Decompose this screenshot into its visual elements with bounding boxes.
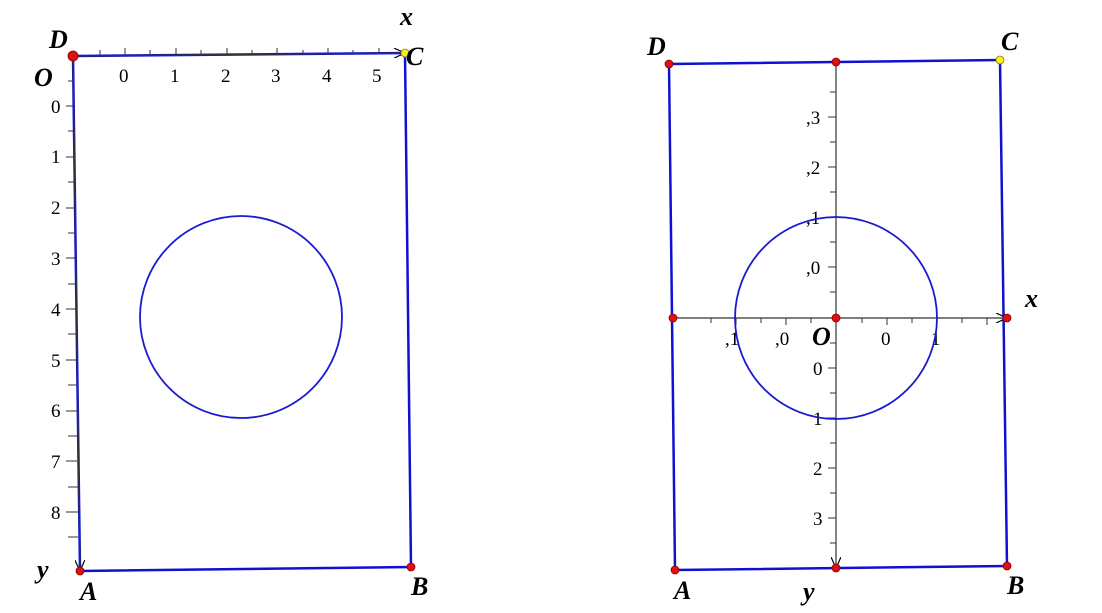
left-y-tick-label: 1 [51,147,61,168]
left-point-d [67,50,79,62]
left-point-a [75,566,85,576]
left-x-tick-label: 0 [119,66,129,87]
right-y-tick-label: ,3 [806,108,820,129]
left-x-tick-label: 1 [170,66,180,87]
right-y-tick-label: ,0 [806,258,820,279]
right-point-b [1002,561,1012,571]
right-panel: ,1 ,0 0 1 ,3 ,2 ,1 ,0 0 [646,27,1038,606]
right-label-c: C [1001,27,1019,56]
left-x-axis [72,53,405,56]
right-y-tick-label: 0 [813,359,823,380]
left-x-tick-label: 5 [372,66,382,87]
right-point-left-mid [668,313,678,323]
right-x-tick-label: ,0 [775,329,789,350]
right-point-a [670,565,680,575]
left-y-tick-label: 3 [51,249,61,270]
left-label-o: O [34,63,53,92]
right-point-top-mid [831,57,841,67]
left-y-tick-label: 2 [51,198,61,219]
left-point-c [400,48,410,58]
right-label-o: O [812,322,831,351]
right-label-x-axis: x [1024,284,1038,313]
right-y-tick-label: 1 [813,409,823,430]
right-point-o [831,313,841,323]
left-label-x-axis: x [399,2,413,31]
right-point-right-mid [1002,313,1012,323]
right-x-ticks [710,318,988,325]
left-x-tick-label: 4 [322,66,332,87]
left-y-ticks [66,80,78,538]
left-y-tick-label: 4 [51,300,61,321]
right-point-d [664,59,674,69]
left-y-tick-label: 0 [51,97,61,118]
left-rectangle [71,51,413,573]
right-label-d: D [646,32,666,61]
right-y-tick-label: 3 [813,509,823,530]
left-label-c: C [406,42,424,71]
right-y-tick-label: ,1 [806,208,820,229]
left-y-tick-label: 6 [51,401,61,422]
left-label-b: B [410,572,428,601]
right-y-tick-label: ,2 [806,158,820,179]
right-label-a: A [672,576,691,605]
left-label-d: D [48,25,68,54]
left-panel: 0 1 2 3 4 5 0 1 2 [34,2,428,606]
left-x-tick-label: 2 [221,66,231,87]
right-point-c [995,55,1005,65]
right-label-y-axis: y [800,577,815,606]
left-y-tick-label: 5 [51,351,61,372]
left-label-a: A [78,577,97,606]
left-y-tick-label: 8 [51,503,61,524]
right-label-b: B [1006,571,1024,600]
right-x-tick-label: 0 [881,329,891,350]
left-point-b [406,562,416,572]
left-x-tick-label: 3 [271,66,281,87]
right-y-tick-label: 2 [813,459,823,480]
left-label-y-axis: y [34,555,49,584]
left-circle [139,215,343,419]
left-y-tick-label: 7 [51,452,61,473]
right-circle [734,216,938,420]
left-x-ticks [99,48,380,56]
right-point-bottom-mid [831,563,841,573]
left-y-axis [72,55,80,571]
right-x-tick-label: 1 [931,329,941,350]
